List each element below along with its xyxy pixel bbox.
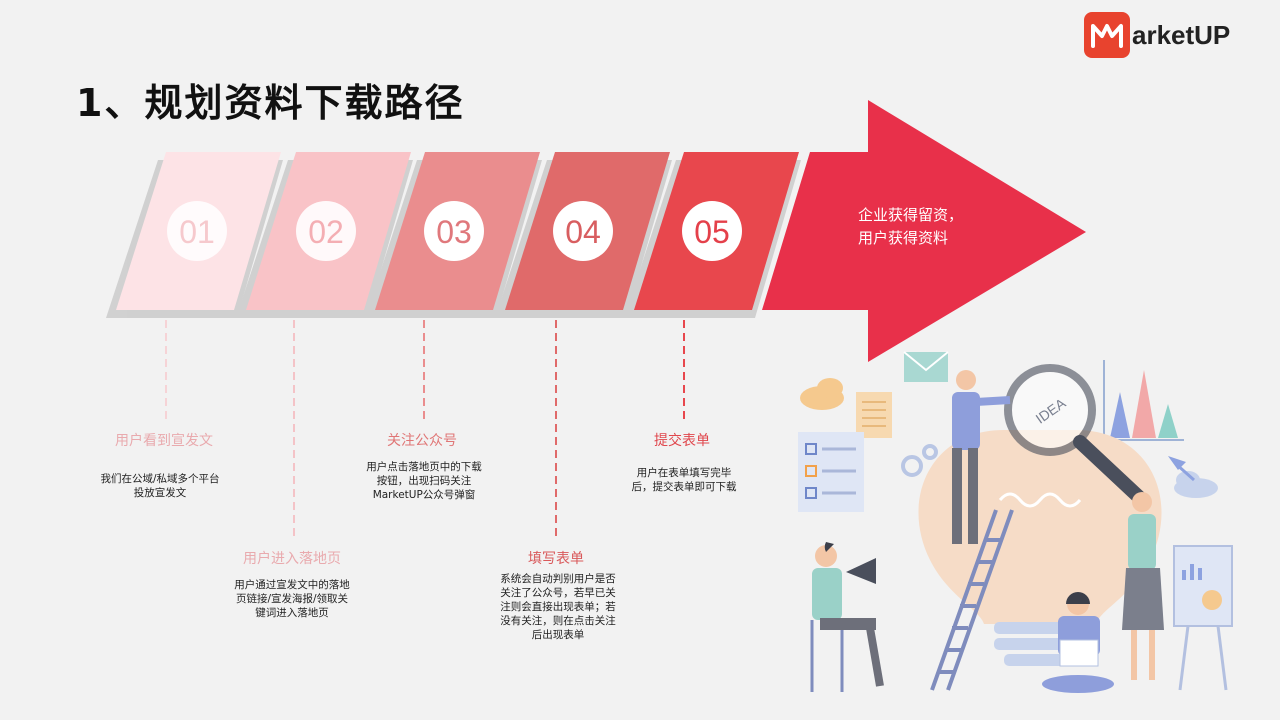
person-on-ladder xyxy=(952,370,1011,544)
step-01-title: 用户看到宣发文 xyxy=(115,433,213,449)
envelope-icon xyxy=(903,351,949,382)
brand-logo[interactable]: arketUP xyxy=(1084,12,1230,58)
magnifier-icon: IDEA xyxy=(1004,364,1149,507)
final-result-line1: 企业获得留资， xyxy=(858,206,964,224)
logo-m-icon xyxy=(1084,12,1130,58)
bar-chart-icon xyxy=(1103,360,1184,441)
page-title: 1、规划资料下载路径 xyxy=(76,81,465,125)
step-03-number: 03 xyxy=(436,214,472,250)
cloud-icon xyxy=(800,378,1218,498)
step-02-number: 02 xyxy=(308,214,344,250)
ladder-icon xyxy=(930,509,1014,691)
laptop-icon xyxy=(1059,639,1099,667)
megaphone-icon xyxy=(846,558,876,584)
final-result: 企业获得留资， 用户获得资料 xyxy=(858,204,1008,250)
brand-name: arketUP xyxy=(1132,19,1231,50)
gear-icon xyxy=(901,444,938,477)
step-04-title: 填写表单 xyxy=(528,551,584,567)
step-04-number: 04 xyxy=(565,214,601,250)
person-laptop xyxy=(1042,592,1114,693)
step-05-title: 提交表单 xyxy=(654,433,710,449)
person-right xyxy=(1122,492,1164,680)
step-02-desc: 用户通过宣发文中的落地页链接/宣发海报/领取关键词进入落地页 xyxy=(234,579,350,619)
step-05-number: 05 xyxy=(694,214,730,250)
step-02-title: 用户进入落地页 xyxy=(243,551,341,567)
result-arrow xyxy=(762,100,1086,362)
step-03-desc: 用户点击落地页中的下载按钮，出现扫码关注MarketUP公众号弹窗 xyxy=(366,461,482,501)
person-megaphone xyxy=(810,542,884,692)
presentation-board-icon xyxy=(1173,545,1233,691)
document-icon xyxy=(856,392,892,438)
final-result-line2: 用户获得资料 xyxy=(858,229,949,247)
step-05-desc: 用户在表单填写完毕后，提交表单即可下载 xyxy=(631,467,737,493)
idea-illustration: IDEA xyxy=(798,351,1233,693)
checklist-icon xyxy=(798,432,864,512)
step-01-number: 01 xyxy=(179,214,215,250)
step-04-desc: 系统会自动判别用户是否关注了公众号，若早已关注则会直接出现表单；若没有关注，则在… xyxy=(500,573,616,641)
step-circles xyxy=(167,201,742,261)
step-03-title: 关注公众号 xyxy=(387,433,457,449)
step-01-desc: 我们在公域/私域多个平台投放宣发文 xyxy=(100,473,220,499)
